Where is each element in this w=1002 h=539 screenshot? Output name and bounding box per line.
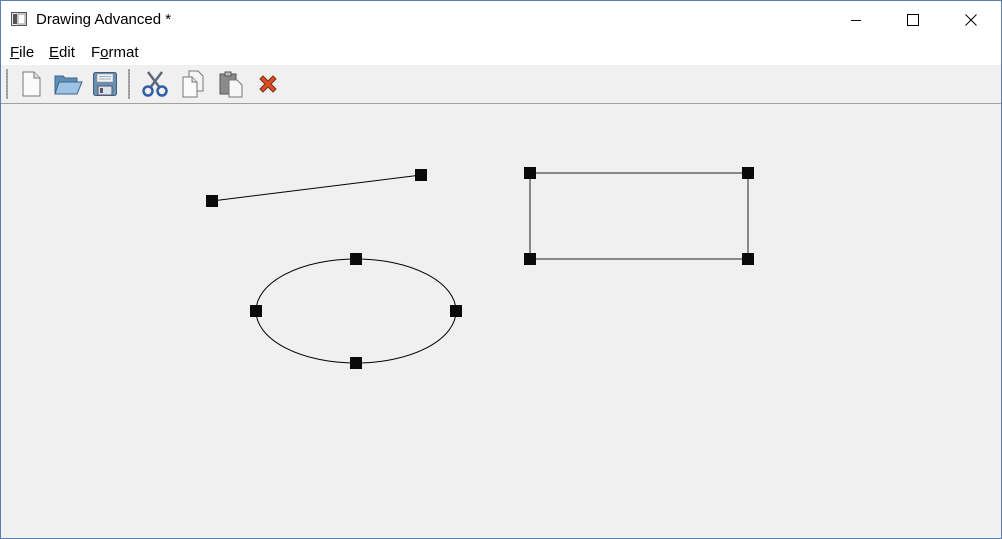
menu-file[interactable]: File <box>10 44 34 61</box>
menu-format[interactable]: Format <box>91 44 139 61</box>
delete-button[interactable] <box>252 68 284 100</box>
toolbar-grip[interactable] <box>6 69 8 99</box>
rectangle-shape[interactable] <box>524 167 754 265</box>
open-button[interactable] <box>52 68 84 100</box>
ellipse-handle-bottom[interactable] <box>350 357 362 369</box>
minimize-button[interactable] <box>827 1 885 39</box>
copy-icon <box>182 70 204 98</box>
menu-edit-mnemonic: E <box>49 44 60 61</box>
toolbar-separator <box>128 69 130 99</box>
close-icon <box>965 14 977 26</box>
copy-button[interactable] <box>177 68 209 100</box>
line-handle-end[interactable] <box>415 169 427 181</box>
menu-edit[interactable]: Edit <box>49 44 75 61</box>
new-file-button[interactable] <box>15 68 47 100</box>
toolbar <box>1 65 1001 104</box>
menu-format-label-pre: F <box>91 44 101 61</box>
maximize-button[interactable] <box>884 1 942 39</box>
rectangle-handle-bottom-right[interactable] <box>742 253 754 265</box>
open-folder-icon <box>54 75 83 95</box>
ellipse-handle-left[interactable] <box>250 305 262 317</box>
menu-format-mnemonic: o <box>100 44 109 61</box>
maximize-icon <box>907 14 919 26</box>
new-file-icon <box>22 71 41 97</box>
ellipse-handle-top[interactable] <box>350 253 362 265</box>
menu-file-label-rest: ile <box>19 44 35 61</box>
close-button[interactable] <box>942 1 1000 39</box>
menu-bar: File Edit Format <box>1 39 1001 65</box>
rectangle-handle-top-left[interactable] <box>524 167 536 179</box>
paste-icon <box>219 71 243 98</box>
cut-button[interactable] <box>139 68 171 100</box>
delete-x-icon <box>259 75 277 93</box>
menu-file-mnemonic: F <box>10 44 20 61</box>
paste-button[interactable] <box>215 68 247 100</box>
line-stroke[interactable] <box>211 174 422 202</box>
menu-format-label-rest: rmat <box>108 44 139 61</box>
rectangle-handle-top-right[interactable] <box>742 167 754 179</box>
app-icon <box>11 11 27 27</box>
ellipse-stroke[interactable] <box>255 258 457 364</box>
menu-edit-label-rest: dit <box>59 44 75 61</box>
ellipse-handle-right[interactable] <box>450 305 462 317</box>
window-title: Drawing Advanced * <box>36 11 172 28</box>
ellipse-shape[interactable] <box>250 253 462 369</box>
rectangle-stroke[interactable] <box>529 172 749 260</box>
save-button[interactable] <box>89 68 121 100</box>
title-bar[interactable]: Drawing Advanced * <box>1 1 1001 39</box>
line-handle-start[interactable] <box>206 195 218 207</box>
minimize-icon <box>851 20 861 21</box>
canvas-surface[interactable] <box>1 104 1001 538</box>
line-shape[interactable] <box>206 169 427 207</box>
drawing-canvas[interactable] <box>1 104 1001 538</box>
rectangle-handle-bottom-left[interactable] <box>524 253 536 265</box>
save-icon <box>93 72 117 96</box>
scissors-icon <box>142 71 168 97</box>
